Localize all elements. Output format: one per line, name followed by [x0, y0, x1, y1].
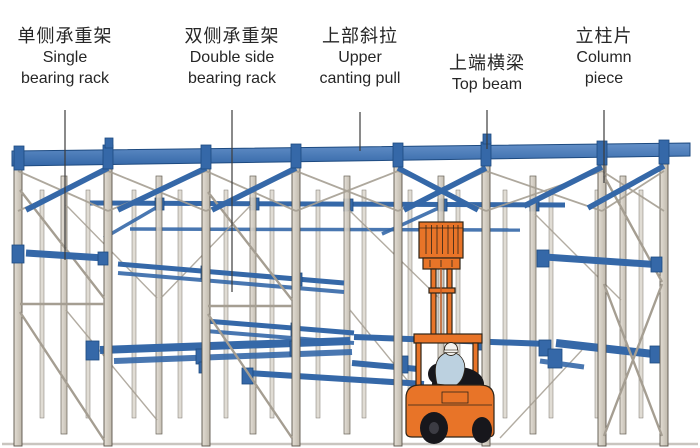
top-beam-front: [11, 133, 691, 171]
driver-helmet: [444, 342, 458, 356]
forklift-carriage: [418, 221, 464, 270]
forklift-wheel-right: [472, 417, 492, 443]
wheel-hub-icon: [429, 422, 439, 434]
second-row-canting: [103, 204, 444, 240]
right-upper-beam: [536, 249, 663, 273]
leader-lines: [64, 110, 605, 292]
lower-rails: [85, 333, 663, 387]
forklift: [405, 221, 495, 444]
upper-canting-pull-diagonals: [24, 163, 666, 213]
single-bearing-rack-arm: [11, 244, 109, 266]
frame-braces: [18, 175, 664, 441]
upper-rails: [117, 261, 345, 294]
mid-row-braces: [65, 204, 622, 439]
